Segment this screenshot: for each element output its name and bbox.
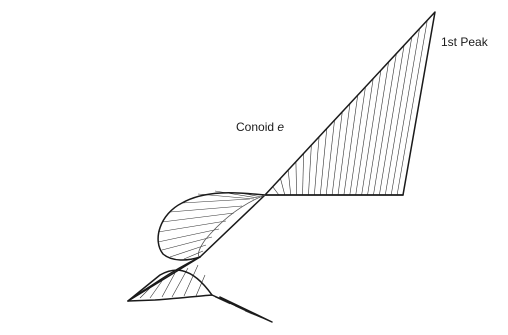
loop-hatching bbox=[157, 190, 263, 260]
hatch-line bbox=[379, 45, 405, 196]
lower-twist-outline bbox=[127, 256, 273, 323]
hatch-line bbox=[314, 136, 320, 196]
hatch-line bbox=[280, 178, 286, 196]
hatch-line bbox=[161, 272, 176, 298]
hatch-line bbox=[287, 170, 292, 196]
hatch-line bbox=[139, 287, 151, 299]
conoid-label: Conoid e bbox=[236, 120, 284, 134]
hatch-line bbox=[390, 28, 420, 196]
hatch-line bbox=[171, 267, 189, 298]
hatch-line bbox=[214, 190, 259, 199]
hatch-line bbox=[367, 61, 389, 196]
hatch-line bbox=[183, 250, 204, 260]
hatch-line bbox=[337, 103, 351, 196]
lower-left-edge bbox=[127, 269, 213, 302]
hatch-line bbox=[195, 274, 206, 297]
hatch-line bbox=[183, 264, 199, 297]
hatch-line bbox=[343, 95, 359, 196]
hatch-line bbox=[181, 198, 251, 204]
peak-triangle-outline bbox=[264, 11, 436, 196]
hatch-line bbox=[308, 145, 312, 196]
hatch-line bbox=[169, 244, 207, 258]
hatch-line bbox=[319, 128, 328, 196]
hatch-line bbox=[302, 153, 304, 196]
hatch-line bbox=[384, 36, 413, 196]
hatch-line bbox=[361, 70, 382, 196]
hatch-line bbox=[325, 120, 335, 196]
hatch-line bbox=[169, 205, 243, 213]
hatch-line bbox=[331, 111, 343, 196]
conoid-label-symbol: e bbox=[277, 120, 284, 134]
hatch-line bbox=[149, 280, 163, 299]
hatch-line bbox=[349, 86, 366, 196]
hatch-line bbox=[157, 228, 220, 243]
inner-loop-curve bbox=[198, 194, 266, 258]
hatch-line bbox=[161, 236, 213, 251]
hatch-line bbox=[295, 161, 297, 196]
triangle-hatching bbox=[272, 20, 428, 196]
hatch-line bbox=[272, 186, 280, 196]
hatch-line bbox=[157, 220, 227, 233]
peak-label: 1st Peak bbox=[441, 35, 489, 49]
hatch-line bbox=[355, 78, 374, 196]
hatch-line bbox=[396, 20, 428, 196]
upper-curve bbox=[157, 192, 404, 261]
hatch-line bbox=[161, 212, 235, 223]
conoid-label-prefix: Conoid bbox=[236, 120, 277, 134]
hatch-line bbox=[373, 53, 397, 196]
